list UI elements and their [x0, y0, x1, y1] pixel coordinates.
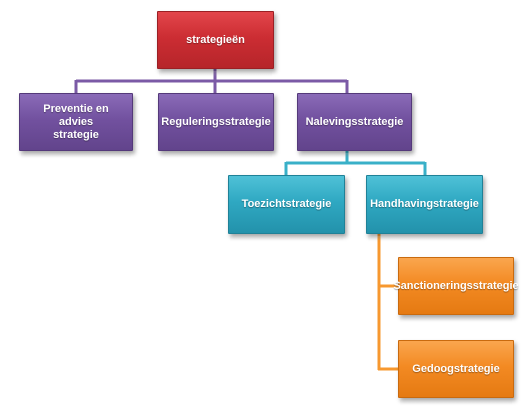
node-sanctioneringsstrategie-label: Sanctioneringsstrategie [393, 279, 519, 292]
node-preventie-label-line2: strategie [53, 128, 99, 141]
node-nalevingsstrategie-label: Nalevingsstrategie [305, 115, 404, 128]
node-handhavingstrategie-label: Handhavingstrategie [370, 198, 479, 210]
node-toezichtstrategie[interactable]: Toezichtstrategie [228, 175, 345, 234]
node-nalevingsstrategie[interactable]: Nalevingsstrategie [297, 93, 412, 151]
node-sanctioneringsstrategie[interactable]: Sanctioneringsstrategie [393, 257, 519, 315]
node-reguleringsstrategie-label: Reguleringsstrategie [161, 115, 271, 128]
node-strategieen[interactable]: strategieën [157, 11, 274, 69]
node-reguleringsstrategie[interactable]: Reguleringsstrategie [158, 93, 274, 151]
node-preventie-label-line1: Preventie en advies [43, 102, 109, 128]
node-preventie-advies-strategie[interactable]: Preventie en advies strategie [19, 93, 133, 151]
node-strategieen-label: strategieën [186, 33, 245, 46]
node-gedoogstrategie-label: Gedoogstrategie [412, 362, 500, 375]
node-handhavingstrategie[interactable]: Handhavingstrategie [366, 175, 483, 234]
node-gedoogstrategie[interactable]: Gedoogstrategie [398, 340, 514, 398]
node-toezichtstrategie-label: Toezichtstrategie [241, 198, 332, 210]
